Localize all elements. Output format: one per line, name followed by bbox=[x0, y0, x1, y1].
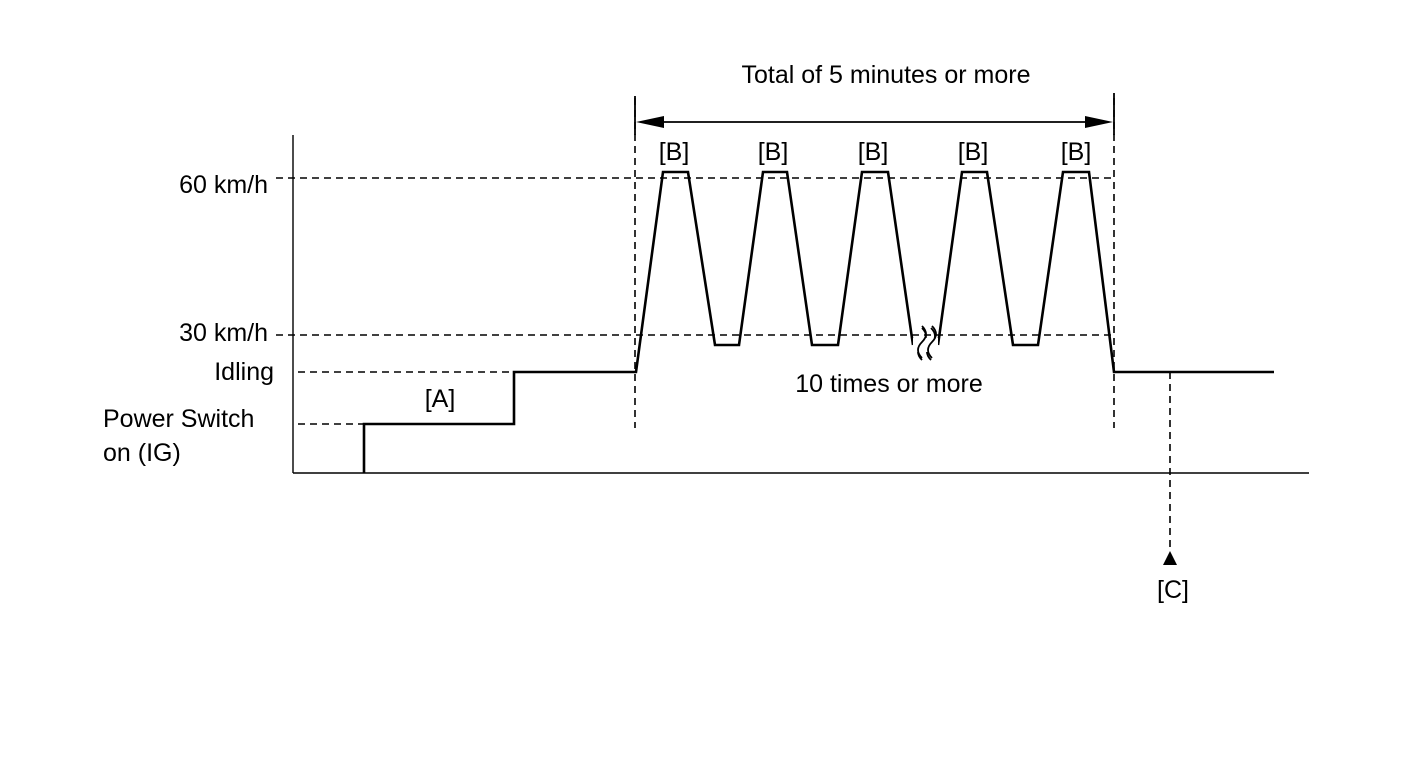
label-total-span: Total of 5 minutes or more bbox=[741, 61, 1030, 89]
speed-profile bbox=[362, 170, 1274, 473]
label-30kmh: 30 km/h bbox=[179, 319, 268, 347]
break-mark-lines bbox=[917, 325, 937, 359]
label-repeat-note: 10 times or more bbox=[795, 370, 983, 398]
label-step-a: [A] bbox=[425, 385, 456, 413]
span-arrow-head-right bbox=[1085, 116, 1113, 128]
label-power-on-ig: on (IG) bbox=[103, 439, 181, 467]
span-arrow-head-left bbox=[636, 116, 664, 128]
label-step-c: [C] bbox=[1157, 576, 1189, 604]
label-step-b-1: [B] bbox=[659, 138, 690, 166]
label-step-b-3: [B] bbox=[858, 138, 889, 166]
label-step-b-4: [B] bbox=[958, 138, 989, 166]
label-60kmh: 60 km/h bbox=[179, 171, 268, 199]
label-power-switch: Power Switch bbox=[103, 405, 254, 433]
label-step-b-2: [B] bbox=[758, 138, 789, 166]
label-idling: Idling bbox=[214, 358, 274, 386]
point-c-arrow bbox=[1163, 551, 1177, 565]
label-step-b-5: [B] bbox=[1061, 138, 1092, 166]
